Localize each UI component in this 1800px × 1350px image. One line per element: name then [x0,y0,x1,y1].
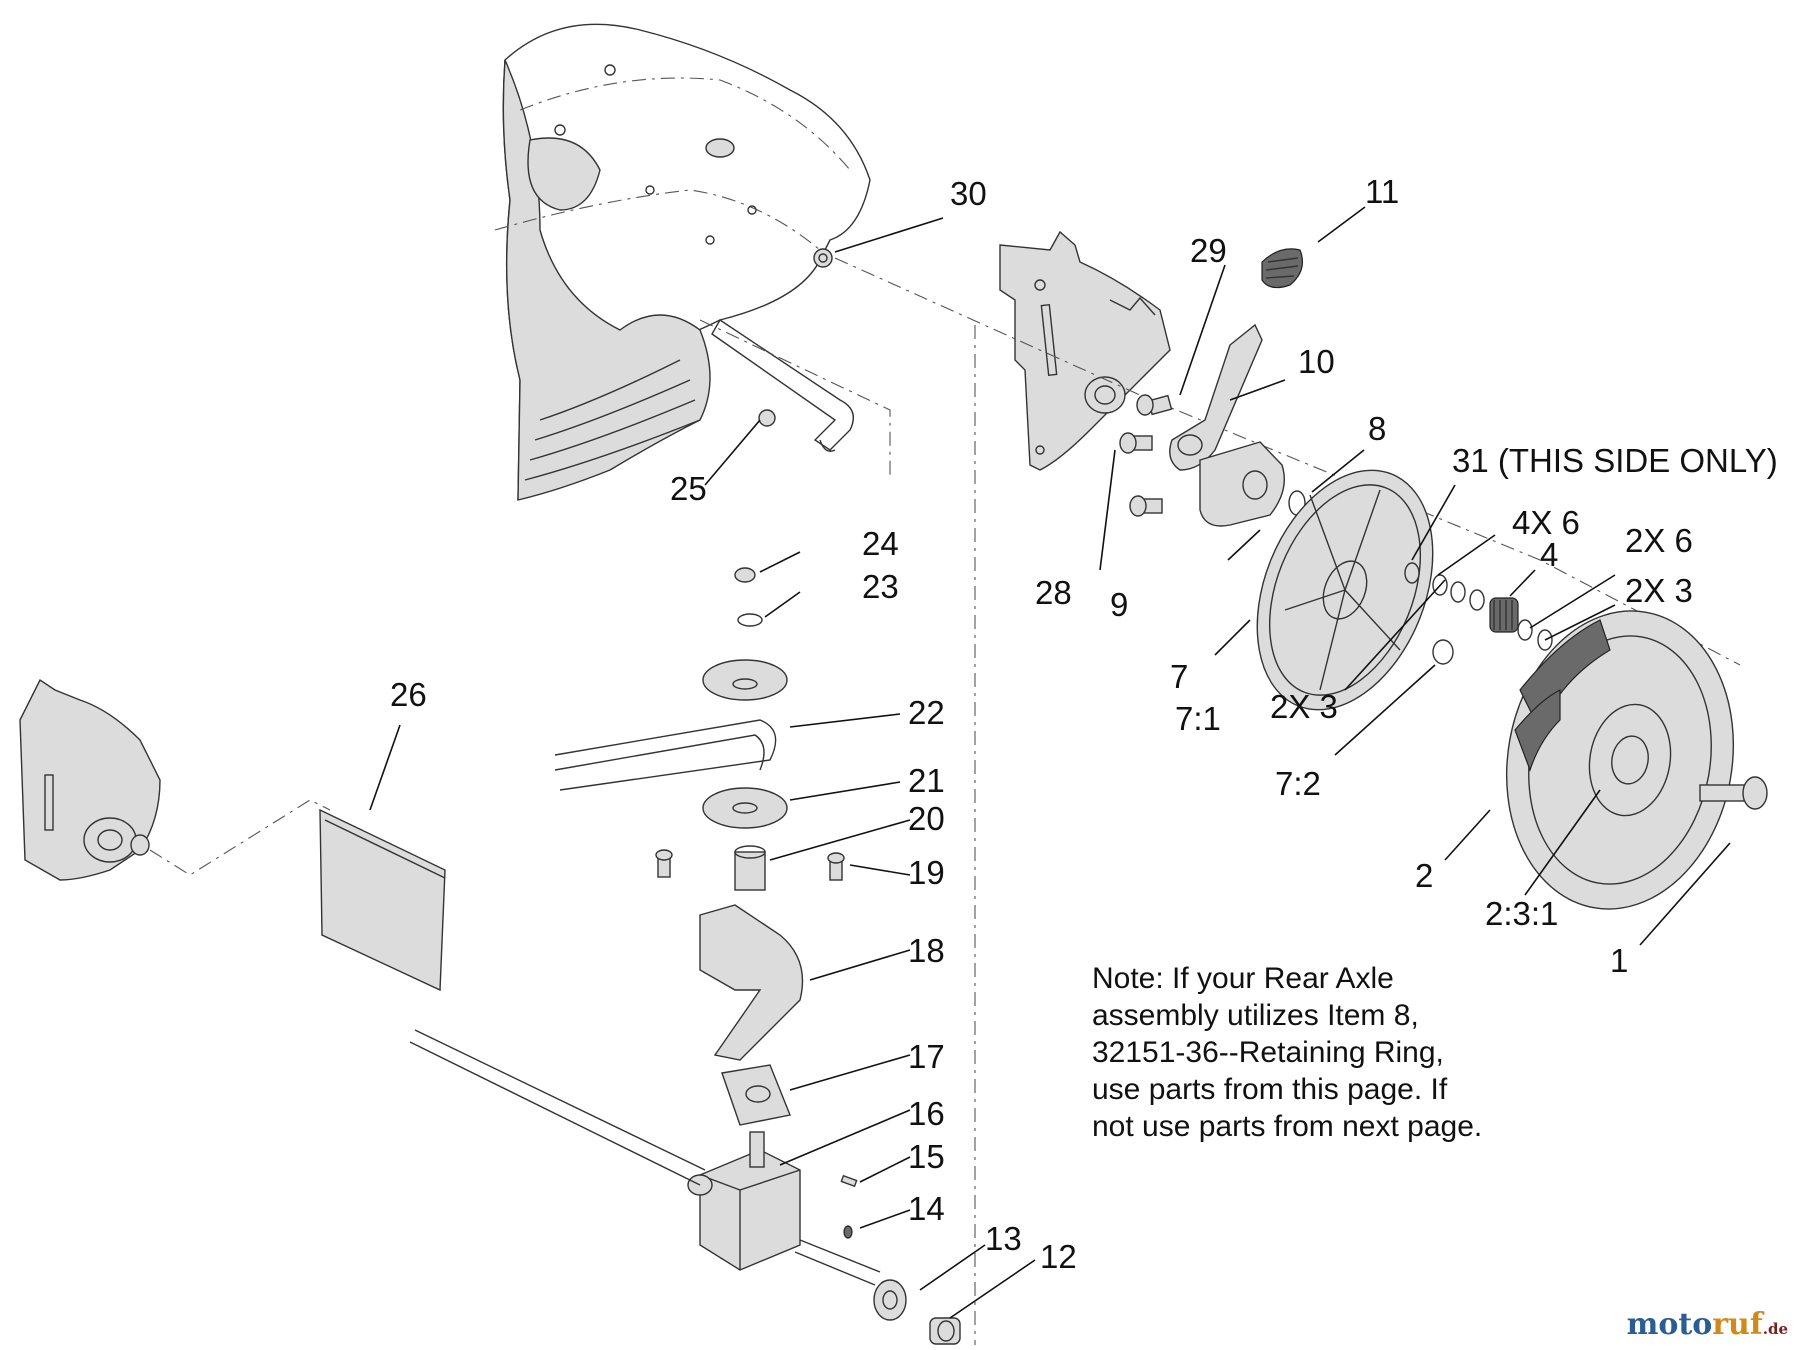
lever-knob-11 [1261,248,1303,289]
label-12: 12 [1040,1238,1077,1275]
label-31: 31 (THIS SIDE ONLY) [1452,442,1778,479]
watermark-brand-a: moto [1626,1307,1713,1342]
label-20: 20 [908,800,945,837]
label-16: 16 [908,1095,945,1132]
label-7-2: 7:2 [1275,765,1321,802]
bushing-12 [929,1317,961,1345]
rear-wheel-2 [1505,610,1735,910]
height-lever-10 [1169,323,1263,471]
bolts-19 [655,849,845,881]
rear-axle-bar-25 [699,319,891,480]
label-2: 2 [1415,857,1433,894]
drive-wheel-7 [1256,469,1434,711]
label-15: 15 [908,1138,945,1175]
bolt-29 [1136,394,1173,416]
label-11: 11 [1365,173,1399,210]
mounting-bracket-18 [699,904,804,1061]
label-24: 24 [862,525,899,562]
nut-30 [813,248,833,268]
label-2x3-left: 2X 3 [1270,688,1338,725]
mower-deck-housing [494,23,871,501]
note-line-1: Note: If your Rear Axle [1092,962,1394,995]
bolt-28-upper [1119,432,1153,454]
watermark-logo: motoruf.de [1627,1307,1788,1342]
label-2x6: 2X 6 [1625,522,1693,559]
label-1: 1 [1610,942,1628,979]
label-29: 29 [1190,232,1227,269]
label-7-1: 7:1 [1175,700,1221,737]
label-10: 10 [1298,343,1335,380]
note-line-3: 32151-36--Retaining Ring, [1092,1036,1444,1069]
drive-belt-22 [554,719,777,791]
label-13: 13 [985,1220,1022,1257]
label-4: 4 [1540,536,1558,573]
label-22: 22 [908,694,945,731]
side-plate-left [19,678,331,881]
label-2-3-1: 2:3:1 [1485,895,1558,932]
transmission-16 [687,1131,801,1271]
axle-bolt-1 [1699,776,1768,810]
note-line-4: use parts from this page. If [1092,1073,1448,1106]
note-line-2: assembly utilizes Item 8, [1092,999,1419,1032]
washers-and-gear [1404,562,1553,665]
label-26: 26 [390,676,427,713]
label-25: 25 [670,470,707,507]
label-2x3-right: 2X 3 [1625,572,1693,609]
note-line-5: not use parts from next page. [1092,1110,1483,1143]
leader-lines [369,206,1731,1319]
axle-shaft [409,1029,881,1286]
label-4x6: 4X 6 [1512,504,1580,541]
bushing-13 [873,1279,907,1321]
nut-24 [734,567,756,583]
key-15 [840,1174,858,1188]
watermark-tld: .de [1762,1320,1788,1338]
watermark-brand-b: ruf [1712,1307,1763,1342]
pulley-21-22-upper [702,659,788,701]
label-14: 14 [908,1190,945,1227]
label-17: 17 [908,1038,945,1075]
spacer-20 [734,845,766,891]
bolt-28-lower [1129,495,1163,517]
height-adjust-plate-right [999,230,1171,471]
label-9: 9 [1110,586,1128,623]
label-7: 7 [1170,658,1188,695]
plate-17 [721,1064,791,1126]
label-18: 18 [908,932,945,969]
label-19: 19 [908,854,945,891]
label-8: 8 [1368,410,1386,447]
washer-23 [737,613,763,627]
label-28: 28 [1035,574,1072,611]
pin-14 [843,1225,853,1239]
bracket-9 [1199,441,1285,527]
label-21: 21 [908,762,945,799]
shield-26 [319,808,446,992]
label-23: 23 [862,568,899,605]
label-30: 30 [950,175,987,212]
pulley-21 [702,787,788,829]
axle-note: Note: If your Rear Axle assembly utilize… [1092,960,1592,1145]
